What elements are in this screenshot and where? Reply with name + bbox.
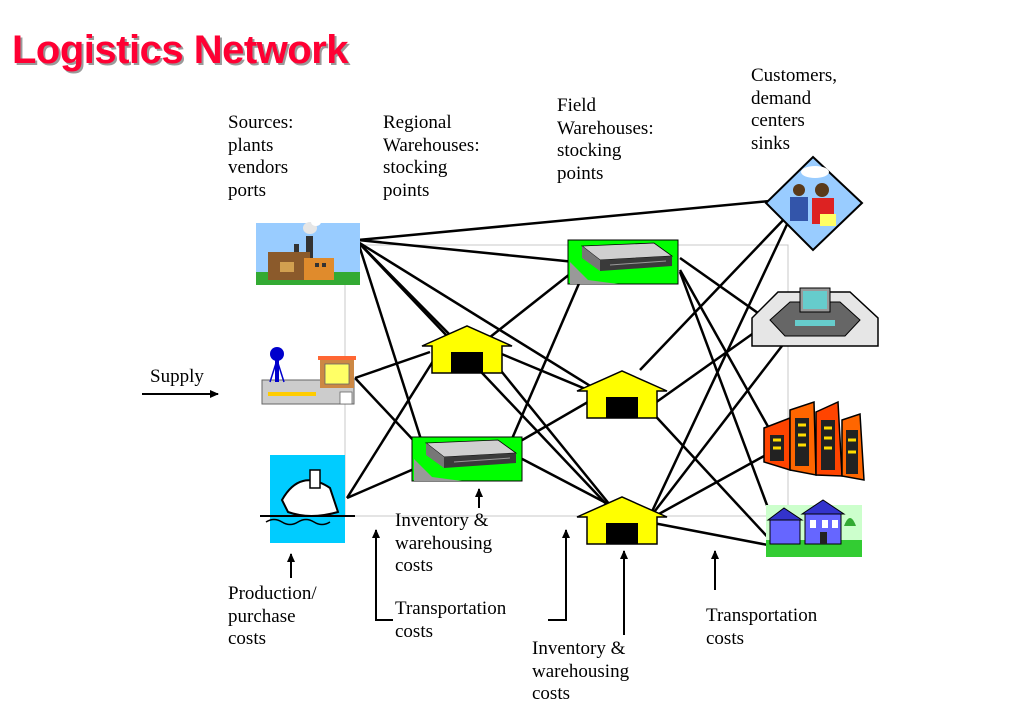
city-icon [763,400,865,481]
production-cost-label: Production/ purchase costs [228,583,317,649]
supply-label: Supply [150,366,204,387]
mall-icon [751,287,879,347]
field-warehouse-arrow-icon [576,496,668,545]
family-icon [764,155,864,252]
page-title: Logistics Network [12,28,349,72]
field-warehouse-building-icon [567,239,679,285]
field-warehouse-arrow-icon [576,370,668,419]
regional-warehouse-building-icon [411,436,523,482]
port-ship-icon [260,455,355,543]
factory-icon [256,218,360,285]
transport-cost-label-left: Transportation costs [395,598,507,642]
customers-label: Customers, demand centers sinks [751,65,838,154]
transport-links [345,198,792,547]
regional-warehouses-label: Regional Warehouses: stocking points [383,112,480,201]
transport-cost-left-bracket [372,529,393,621]
transport-cost-label-right: Transportation costs [706,605,818,649]
transport-cost-right-bracket [548,529,570,621]
regional-inventory-cost-label: Inventory & warehousing costs [395,510,493,576]
plant-water-tower-icon [261,347,356,405]
regional-warehouse-arrow-icon [421,325,513,374]
cost-arrows [142,390,719,635]
field-warehouses-label: Field Warehouses: stocking points [557,95,654,184]
sources-label: Sources: plants vendors ports [228,112,294,201]
house-icon [766,499,862,557]
field-inventory-cost-label: Inventory & warehousing costs [532,638,630,704]
